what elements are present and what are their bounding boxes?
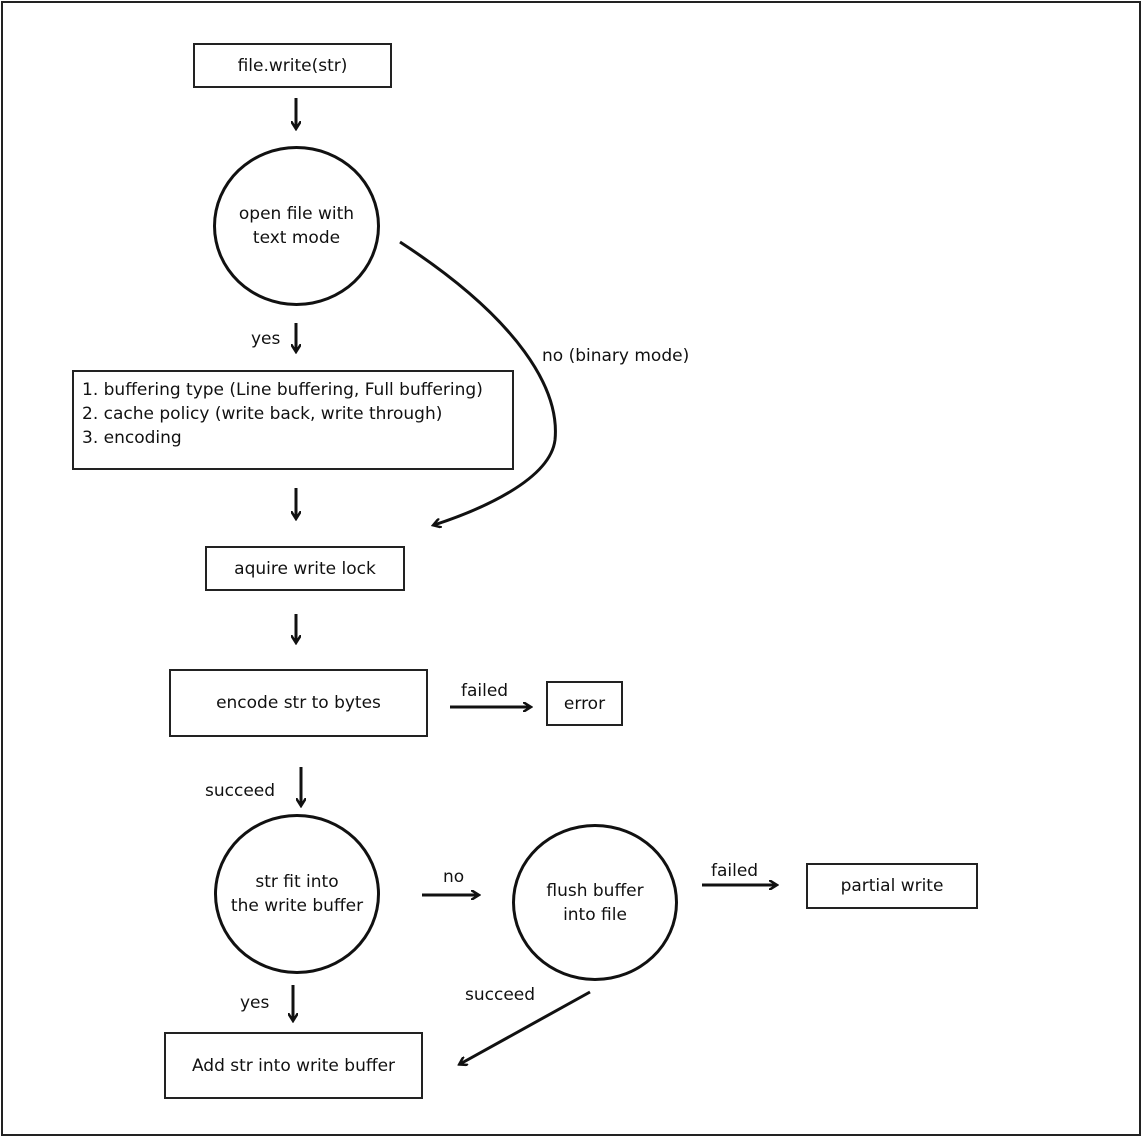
label-failed-encode: failed [461, 681, 509, 701]
fit-check-decision: str fit into the write buffer [214, 814, 380, 974]
partial-write-node: partial write [806, 863, 978, 909]
error-node: error [546, 681, 623, 726]
add-to-buffer-node: Add str into write buffer [164, 1032, 423, 1099]
option-cache-policy: 2. cache policy (write back, write throu… [82, 404, 443, 424]
label-yes-fit: yes [240, 993, 270, 1013]
arrow-flush-succeed [460, 990, 591, 1064]
label-no-fit: no [443, 867, 465, 887]
open-options-box: 1. buffering type (Line buffering, Full … [72, 370, 514, 470]
open-file-decision: open file with text mode [213, 146, 380, 306]
encode-node: encode str to bytes [169, 669, 428, 737]
label-yes-open: yes [251, 329, 281, 349]
label-succeed-flush: succeed [465, 985, 536, 1005]
option-encoding: 3. encoding [82, 428, 182, 448]
label-failed-flush: failed [711, 861, 759, 881]
arrow-binary-mode [399, 240, 557, 525]
label-no-binary: no (binary mode) [542, 346, 690, 366]
label-succeed-encode: succeed [205, 781, 276, 801]
option-buffering-type: 1. buffering type (Line buffering, Full … [82, 380, 483, 400]
flush-decision: flush buffer into file [512, 824, 678, 981]
acquire-lock-node: aquire write lock [205, 546, 405, 591]
file-write-node: file.write(str) [193, 43, 392, 88]
